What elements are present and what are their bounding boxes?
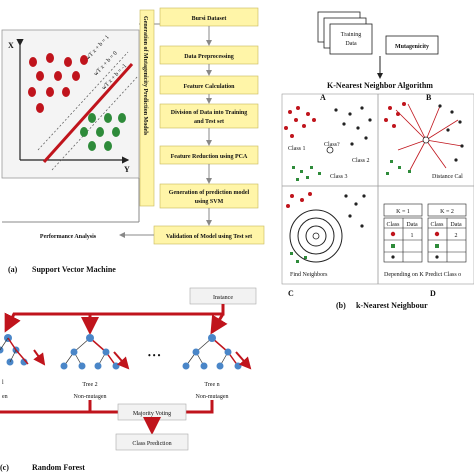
svm-side-label: Generation of Mutagenicity Prediction Mo… <box>142 16 148 136</box>
rf-class-pred-box <box>115 433 189 451</box>
step-bursi-dataset-label: Bursi Dataset <box>192 16 227 22</box>
rf-tree-2: Tree 2 Non-mutagen <box>60 334 130 400</box>
k2-label: K = 2 <box>440 209 454 215</box>
depending-label: Depending on K Predict Class o <box>384 272 461 278</box>
step-validation-label: Validation of Model using Test set <box>166 234 252 240</box>
step-data-preprocessing-label: Data Preprocessing <box>184 54 234 60</box>
k2-class-header: Class <box>430 222 444 228</box>
rf-tree-n-label: Tree n <box>204 382 219 388</box>
find-neighbors-label: Find Neighbors <box>290 272 328 278</box>
rf-ellipsis: • • • <box>148 351 161 360</box>
rf-tree-n-class: Non-mutagen <box>196 394 229 400</box>
svm-side-bar <box>139 9 155 207</box>
svm-panel: X Y wT x + b = 1 wT x + b = 0 wT x + b =… <box>1 7 265 274</box>
knn-a-points: Class 1 Class? Class 2 Class 3 <box>284 106 372 181</box>
knn-caption: k-Nearest Neighbour <box>356 301 428 310</box>
knn-d-tables: K = 1 K = 2 Class Data 1 Class Data 2 <box>383 203 467 278</box>
class1-label: Class 1 <box>288 146 306 152</box>
rf-tree-2-label: Tree 2 <box>82 382 97 388</box>
step-feature-reduction-label: Feature Reduction using PCA <box>171 154 248 160</box>
k1-label: K = 1 <box>396 209 410 215</box>
k2-val: 2 <box>455 233 458 239</box>
svm-caption-letter: (a) <box>8 265 18 274</box>
mutagenicity-label: Mutagenicity <box>395 44 429 50</box>
mutagenicity-box <box>385 35 439 55</box>
knn-c-points: Find Neighbors <box>286 192 366 278</box>
rf-instance-label: Instance <box>213 295 233 301</box>
rf-tree-1-class: en <box>2 394 8 400</box>
svm-plot-frame <box>1 29 140 179</box>
k2-data-header: Data <box>450 222 462 228</box>
knn-caption-letter: (b) <box>336 301 346 310</box>
rf-panel: Instance l en <box>0 287 257 472</box>
class2-label: Class 2 <box>352 158 370 164</box>
class3-label: Class 3 <box>330 174 348 180</box>
quadrant-d: D <box>430 289 436 298</box>
rf-class-pred-label: Class Prediction <box>132 441 171 447</box>
quadrant-a: A <box>320 93 326 102</box>
svm-red-points <box>28 53 88 113</box>
quadrant-b: B <box>426 93 432 102</box>
rf-tree-1-label: l <box>2 380 4 386</box>
k1-data-header: Data <box>406 222 418 228</box>
rf-majority-label: Majority Voting <box>133 411 171 417</box>
step-division <box>159 103 259 129</box>
knn-b-points: Distance Cal <box>384 102 464 180</box>
svm-hyperplane <box>42 62 134 164</box>
svm-perf-label: Performance Analysis <box>40 234 97 240</box>
knn-title: K-Nearest Neighbor Algorithm <box>327 81 433 90</box>
training-label: Training <box>341 32 361 38</box>
step-feature-calculation-label: Feature Calculation <box>183 84 235 90</box>
training-data-doc <box>329 23 373 55</box>
step-generation <box>159 183 259 209</box>
step-division-label-2: and Test set <box>194 119 224 125</box>
svm-margin-lower <box>51 75 139 171</box>
step-generation-label-1: Generation of prediction model <box>169 190 250 196</box>
k1-val: 1 <box>411 233 414 239</box>
rf-tree-1: l en <box>0 334 46 400</box>
svm-workflow: Bursi Dataset Data Preprocessing Feature… <box>119 7 265 245</box>
svm-axis-y-label: Y <box>124 165 130 174</box>
k1-class-header: Class <box>386 222 400 228</box>
rf-tree-2-class: Non-mutagen <box>74 394 107 400</box>
rf-vote-lines <box>0 400 214 414</box>
rf-branches <box>4 304 228 335</box>
knn-panel: Training Data Mutagenicity K-Nearest Nei… <box>281 11 474 310</box>
data-label: Data <box>345 41 357 47</box>
svm-caption: Support Vector Machine <box>32 265 116 274</box>
rf-tree-n: Tree n Non-mutagen <box>182 334 252 400</box>
step-generation-label-2: using SVM <box>195 199 224 205</box>
distance-label: Distance Cal <box>432 174 463 180</box>
svm-green-points <box>80 113 126 151</box>
rf-caption-letter: (c) <box>0 463 9 472</box>
class-question-label: Class? <box>324 142 340 148</box>
step-division-label-1: Division of Data into Training <box>171 110 247 116</box>
svm-axis-x-label: X <box>8 41 14 50</box>
rf-caption: Random Forest <box>32 463 85 472</box>
quadrant-c: C <box>288 289 294 298</box>
